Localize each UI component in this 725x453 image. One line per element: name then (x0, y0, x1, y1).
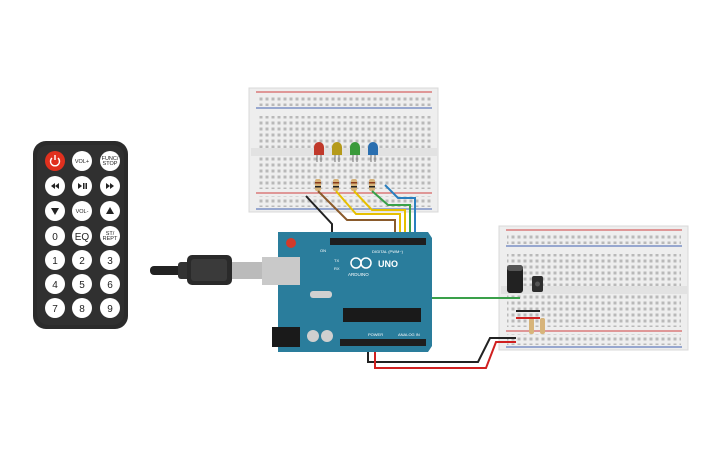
remote-button-4[interactable] (72, 176, 92, 196)
remote-button-10[interactable]: EQ (72, 226, 92, 246)
wire-brown (317, 190, 396, 240)
board-model: UNO (378, 259, 398, 269)
remote-button-7[interactable]: VOL- (72, 201, 92, 221)
reset-button (286, 238, 296, 248)
board-brand: ARDUINO (348, 272, 369, 277)
breadboard-right[interactable] (498, 225, 689, 351)
remote-button-3[interactable] (45, 176, 65, 196)
remote-button-label: 5 (79, 280, 85, 291)
remote-button-label: ST/ (106, 231, 115, 237)
remote-button-14[interactable]: 3 (100, 250, 120, 270)
remote-button-label: 8 (79, 304, 85, 315)
remote-button-label: EQ (75, 232, 90, 243)
remote-button-label: 1 (52, 256, 58, 267)
remote-button-6[interactable] (45, 201, 65, 221)
remote-button-16[interactable]: 5 (72, 274, 92, 294)
digital-header (330, 238, 426, 245)
resistor-4 (369, 179, 375, 191)
wire-yellow-2 (353, 190, 406, 240)
remote-button-label: 6 (107, 280, 113, 291)
remote-button-label: STOP (103, 161, 118, 167)
power-analog-header (340, 339, 426, 346)
resistor-1 (315, 179, 321, 191)
remote-button-2[interactable]: FUNC/STOP (100, 151, 120, 171)
rx-label: RX (334, 266, 340, 271)
led-2[interactable] (332, 142, 342, 162)
remote-button-5[interactable] (100, 176, 120, 196)
remote-button-label: 0 (52, 232, 58, 243)
wire-blue (384, 184, 416, 240)
led-3[interactable] (350, 142, 360, 162)
remote-keypad: VOL+ FUNC/STOP VOL- 0 EQ ST/REPT 1 2 3 4 5 6 7 8 9 (45, 151, 120, 318)
resistor-3 (351, 179, 357, 191)
power-jack (272, 327, 300, 347)
remote-button-label: FUNC/ (102, 156, 119, 162)
usb-cable[interactable] (150, 255, 262, 285)
remote-button-label: 7 (52, 304, 58, 315)
resistors-top[interactable] (315, 179, 375, 191)
arduino-uno[interactable]: UNO ARDUINO DIGITAL (PWM~) POWER ANALOG … (262, 232, 432, 352)
capacitor-board-2 (321, 330, 333, 342)
atmega-chip (343, 308, 421, 322)
wire-5v (374, 341, 516, 369)
remote-button-18[interactable]: 7 (45, 298, 65, 318)
remote-button-8[interactable] (100, 201, 120, 221)
remote-button-15[interactable]: 4 (45, 274, 65, 294)
resistors-right[interactable] (529, 318, 545, 334)
led-4[interactable] (368, 142, 378, 162)
breadboard-top[interactable] (248, 87, 439, 213)
ir-receiver[interactable] (532, 276, 543, 292)
remote-button-label: 9 (107, 304, 113, 315)
remote-button-0[interactable] (45, 151, 65, 171)
usb-port (262, 257, 300, 285)
led-row (314, 142, 378, 162)
resistor-2 (333, 179, 339, 191)
remote-button-1[interactable]: VOL+ (72, 151, 92, 171)
on-label: ON (320, 248, 326, 253)
remote-button-19[interactable]: 8 (72, 298, 92, 318)
analog-label: ANALOG IN (398, 332, 420, 337)
digital-label: DIGITAL (PWM~) (372, 249, 404, 254)
remote-button-12[interactable]: 1 (45, 250, 65, 270)
remote-button-label: REPT (103, 236, 118, 242)
remote-button-11[interactable]: ST/REPT (100, 226, 120, 246)
remote-button-20[interactable]: 9 (100, 298, 120, 318)
remote-button-label: 3 (107, 256, 113, 267)
remote-button-label: VOL- (76, 209, 89, 215)
wire-green-top (371, 190, 411, 240)
capacitor-board-1 (307, 330, 319, 342)
wire-gnd (367, 337, 516, 363)
remote-button-label: VOL+ (75, 159, 89, 165)
capacitor[interactable] (507, 265, 523, 293)
tx-label: TX (334, 258, 339, 263)
power-label: POWER (368, 332, 383, 337)
led-1[interactable] (314, 142, 324, 162)
remote-button-label: 2 (79, 256, 85, 267)
remote-button-label: 4 (52, 280, 58, 291)
remote-button-13[interactable]: 2 (72, 250, 92, 270)
ir-remote[interactable]: VOL+ FUNC/STOP VOL- 0 EQ ST/REPT 1 2 3 4 5 6 7 8 9 (33, 141, 128, 329)
remote-button-17[interactable]: 6 (100, 274, 120, 294)
crystal (310, 291, 332, 298)
remote-button-9[interactable]: 0 (45, 226, 65, 246)
wire-yellow (335, 190, 401, 240)
